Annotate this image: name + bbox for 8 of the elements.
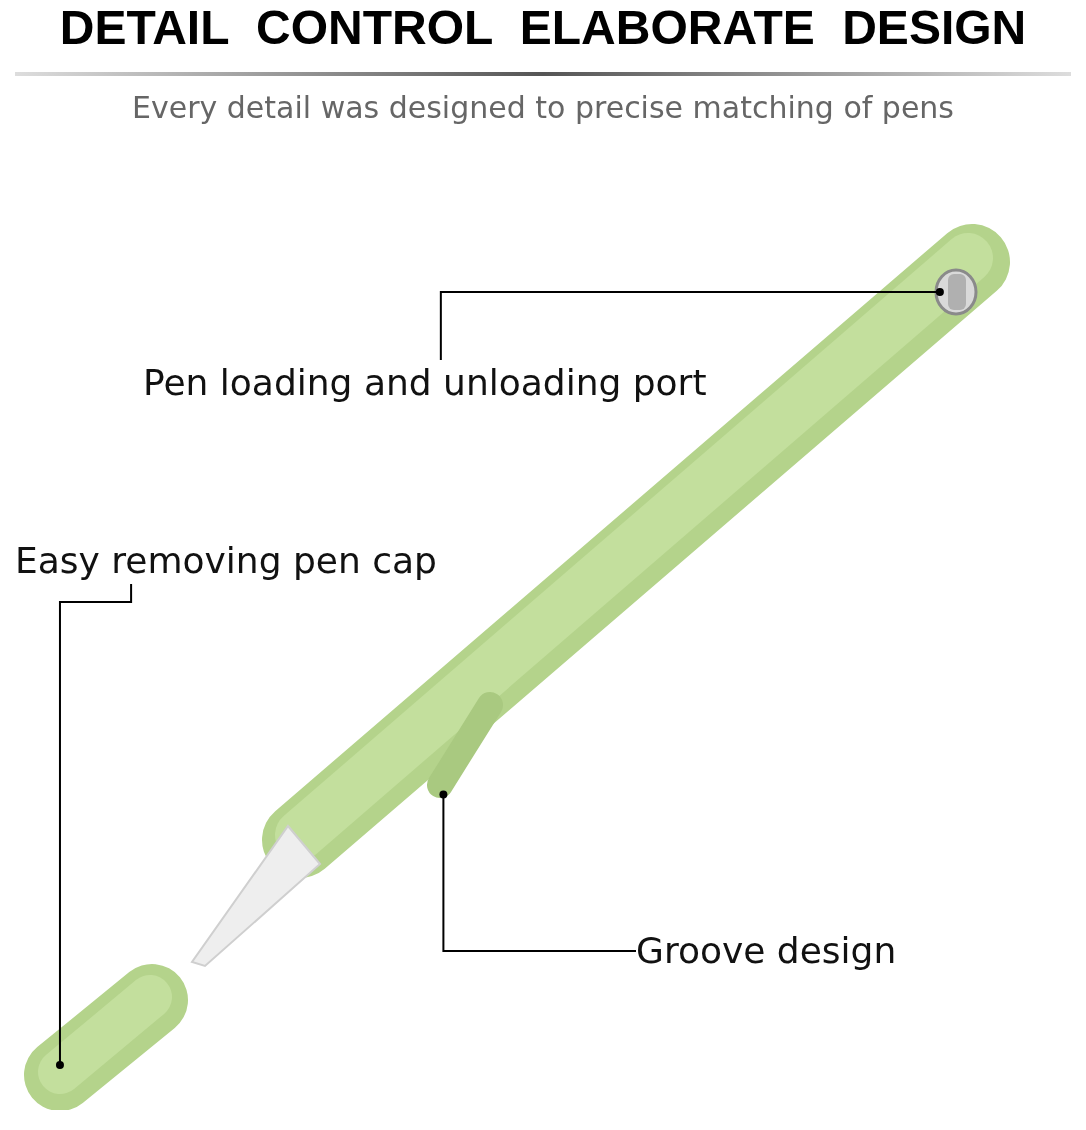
subtitle: Every detail was designed to precise matching of pens bbox=[131, 90, 955, 125]
leader-line bbox=[55, 583, 133, 1069]
callout-text: Easy removing pen cap bbox=[15, 538, 445, 584]
leader-line bbox=[439, 790, 637, 952]
leader-line bbox=[439, 288, 944, 361]
callout-text: Groove design bbox=[636, 928, 906, 974]
heading: DETAIL CONTROL ELABORATE DESIGN bbox=[58, 0, 1028, 56]
callout-text: Pen loading and unloading port bbox=[143, 360, 727, 406]
